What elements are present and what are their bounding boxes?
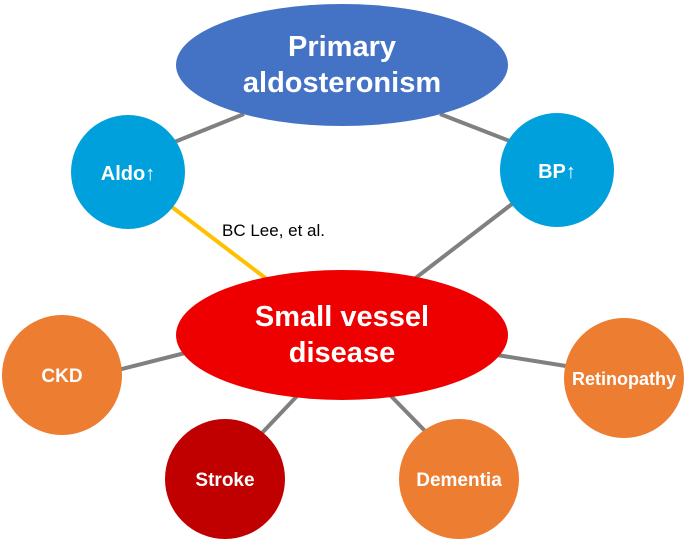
small-vessel-disease-node: Small vessel disease <box>176 270 508 400</box>
retinopathy-label: Retinopathy <box>572 369 676 389</box>
primary-aldosteronism-label-line1: Primary <box>288 31 396 63</box>
retinopathy-node: Retinopathy <box>564 318 684 438</box>
bp-label: BP↑ <box>538 161 576 183</box>
ckd-node: CKD <box>2 315 122 435</box>
connector-center-dementia <box>388 393 429 435</box>
connectors <box>117 112 567 435</box>
citation-annotation: BC Lee, et al. <box>222 221 325 240</box>
connector-aldo-center <box>166 202 270 282</box>
primary-aldosteronism-node: Primary aldosteronism <box>176 4 508 126</box>
dementia-label: Dementia <box>416 470 502 491</box>
primary-aldosteronism-label-line2: aldosteronism <box>243 67 441 99</box>
aldo-label: Aldo↑ <box>101 163 155 185</box>
connector-center-ckd <box>117 351 186 372</box>
connector-bp-center <box>411 202 514 282</box>
aldo-node: Aldo↑ <box>71 115 185 229</box>
small-vessel-disease-label-line1: Small vessel <box>255 301 429 333</box>
small-vessel-disease-label-line2: disease <box>289 337 395 369</box>
connector-top-aldo <box>166 112 245 147</box>
connector-top-bp <box>439 112 521 147</box>
connector-center-stroke <box>260 393 300 435</box>
stroke-label: Stroke <box>195 470 254 491</box>
ckd-label: CKD <box>41 366 82 387</box>
stroke-node: Stroke <box>165 419 285 539</box>
connector-center-retinopathy <box>496 353 567 368</box>
bp-node: BP↑ <box>500 113 614 227</box>
dementia-node: Dementia <box>399 419 519 539</box>
